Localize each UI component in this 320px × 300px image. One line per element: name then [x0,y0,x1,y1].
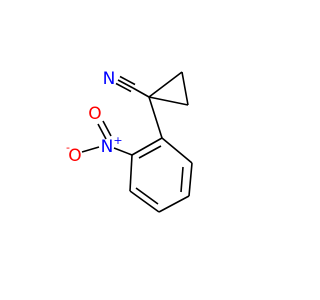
molecule-structure: N N + O O - [66,69,193,213]
bond-c1-c2 [148,71,183,98]
nitro-group: N + O O - [66,104,133,166]
bond-ring-nitro-n [113,147,133,156]
nitro-o-left-charge: - [66,141,70,154]
bond-c1-ipso [148,96,163,139]
bond-double-inner-3 [138,145,162,159]
bond-triple-lower [115,82,132,93]
bond-b3-b4 [158,195,190,213]
bond-b4-b5 [129,190,160,213]
bond-double-inner-2 [135,187,159,205]
bond-c1-nitrile-c [132,87,150,98]
bond-c2-c3 [181,71,189,106]
benzene-ring [129,137,193,213]
nitro-o-top-label: O [88,104,101,124]
bond-nitro-n-o-left [81,146,100,153]
bond-b2-b3 [188,162,193,197]
nitro-n-label: N [101,137,114,157]
nitrile-group: N [103,69,150,98]
bond-b6-b1 [131,137,163,156]
bond-nitro-n-o-top-1 [97,123,107,140]
nitrile-n-label: N [103,69,116,89]
nitro-n-charge: + [113,134,122,147]
bond-triple-upper [119,75,136,86]
bond-b5-b6 [129,154,133,192]
bond-b1-b2 [161,137,193,164]
nitro-o-left-label: O [68,146,81,166]
cyclopropane-ring [148,71,189,106]
bond-triple-center [117,79,134,89]
bond-double-inner-1 [180,166,184,193]
bond-c1-c3 [148,96,189,106]
bond-nitro-n-o-top-2 [102,120,112,137]
